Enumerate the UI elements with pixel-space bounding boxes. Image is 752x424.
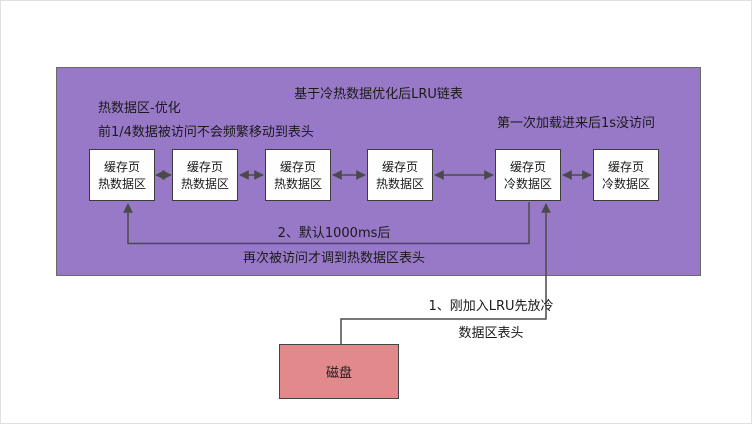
disk-label: 磁盘 [325, 366, 352, 381]
disk-node: 磁盘 [279, 344, 399, 399]
cold-area-note: 第一次加载进来后1s没访问 [497, 116, 656, 131]
reaccess-callout-line2: 再次被访问才调到热数据区表头 [242, 251, 425, 266]
reaccess-callout-line1: 2、默认1000ms后 [277, 226, 391, 241]
hot-area-note: 前1/4数据被访问不会频繁移动到表头 [98, 125, 314, 140]
area-label: 冷数据区 [601, 176, 650, 191]
area-label: 冷数据区 [503, 176, 552, 191]
cache-node-cold-2: 缓存页 冷数据区 [593, 149, 659, 201]
diagram-title: 基于冷热数据优化后LRU链表 [294, 87, 463, 102]
insert-callout-line1: 1、刚加入LRU先放冷 [428, 299, 554, 314]
cache-page-label: 缓存页 [509, 159, 546, 174]
cache-page-label: 缓存页 [186, 159, 223, 174]
area-label: 热数据区 [375, 176, 424, 191]
hot-area-label: 热数据区-优化 [98, 101, 181, 116]
cache-node-hot-2: 缓存页 热数据区 [172, 149, 238, 201]
cache-node-hot-1: 缓存页 热数据区 [89, 149, 155, 201]
area-label: 热数据区 [273, 176, 322, 191]
area-label: 热数据区 [97, 176, 146, 191]
cache-page-label: 缓存页 [381, 159, 418, 174]
cache-page-label: 缓存页 [103, 159, 140, 174]
cache-page-label: 缓存页 [279, 159, 316, 174]
area-label: 热数据区 [180, 176, 229, 191]
cache-node-hot-3: 缓存页 热数据区 [265, 149, 331, 201]
insert-callout-line2: 数据区表头 [458, 326, 524, 341]
cache-node-cold-1: 缓存页 冷数据区 [495, 149, 561, 201]
cache-node-hot-4: 缓存页 热数据区 [367, 149, 433, 201]
cache-page-label: 缓存页 [607, 159, 644, 174]
